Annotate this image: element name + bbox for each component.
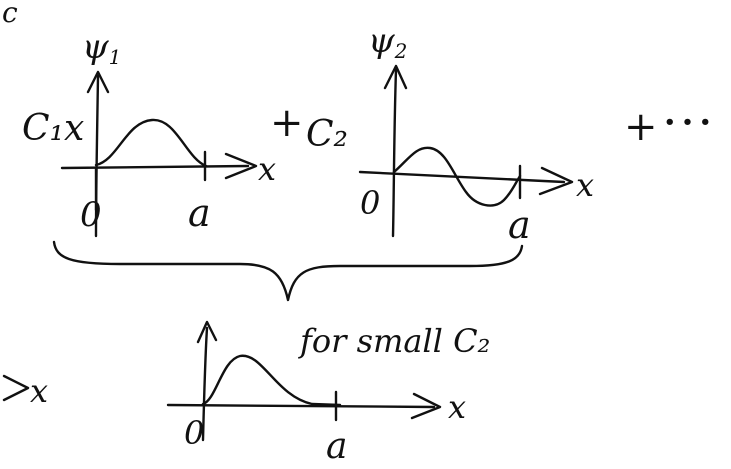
plus-sign-2: + xyxy=(624,104,658,150)
plot-psi2: ψ2 0 a x xyxy=(358,21,594,247)
plot2-y-label-main: ψ xyxy=(368,21,395,61)
plot2-origin-label: 0 xyxy=(360,184,380,222)
plot1-x-label: x xyxy=(258,150,276,188)
plot2-end-label: a xyxy=(508,203,531,247)
plot3-curve xyxy=(201,354,342,407)
plot3-x-label: x xyxy=(448,388,466,426)
sum-brace xyxy=(52,240,524,302)
plot3-origin-label: 0 xyxy=(184,414,204,452)
top-left-fragment: c xyxy=(2,0,18,29)
plot2-x-label: x xyxy=(576,166,594,204)
plot-result: for small C₂ x 0 a xyxy=(166,320,490,467)
ellipsis: • • • xyxy=(664,112,711,133)
plot3-y-arrow xyxy=(196,320,218,344)
plot1-y-label-main: ψ xyxy=(82,27,109,67)
plot1-y-axis xyxy=(94,74,100,238)
plot3-y-axis xyxy=(201,326,209,442)
plot1-y-label-sub: 1 xyxy=(109,45,122,69)
plot3-end-label: a xyxy=(326,426,347,467)
plot3-note: for small C₂ xyxy=(298,322,490,360)
plot1-coefficient: C₁x xyxy=(22,108,84,149)
plot1-x-arrow xyxy=(224,152,258,180)
plus-sign-1: + xyxy=(270,100,304,146)
plot1-x-axis xyxy=(60,164,250,170)
plot2-x-arrow xyxy=(538,166,574,196)
plot3-x-axis xyxy=(166,403,436,409)
plot1-origin-label: 0 xyxy=(80,195,102,235)
left-fragment-arrow xyxy=(2,374,30,402)
plot2-x-axis xyxy=(358,170,566,184)
plot2-y-label-sub: 2 xyxy=(394,39,408,63)
left-fragment-label: x xyxy=(30,372,48,410)
plot1-end-label: a xyxy=(188,191,211,235)
plot1-y-label: ψ1 xyxy=(82,27,121,69)
plot-psi1: ψ1 C₁x x 0 a xyxy=(22,27,276,238)
plot2-y-arrow xyxy=(383,64,408,90)
plot2-y-label: ψ2 xyxy=(368,21,407,63)
plot3-x-arrow xyxy=(410,392,442,420)
plot1-curve xyxy=(94,118,208,168)
coefficient-c2: C₂ xyxy=(306,114,348,155)
plot2-curve xyxy=(392,146,522,207)
plot2-y-axis xyxy=(391,68,398,238)
plot1-y-arrow xyxy=(86,70,110,94)
